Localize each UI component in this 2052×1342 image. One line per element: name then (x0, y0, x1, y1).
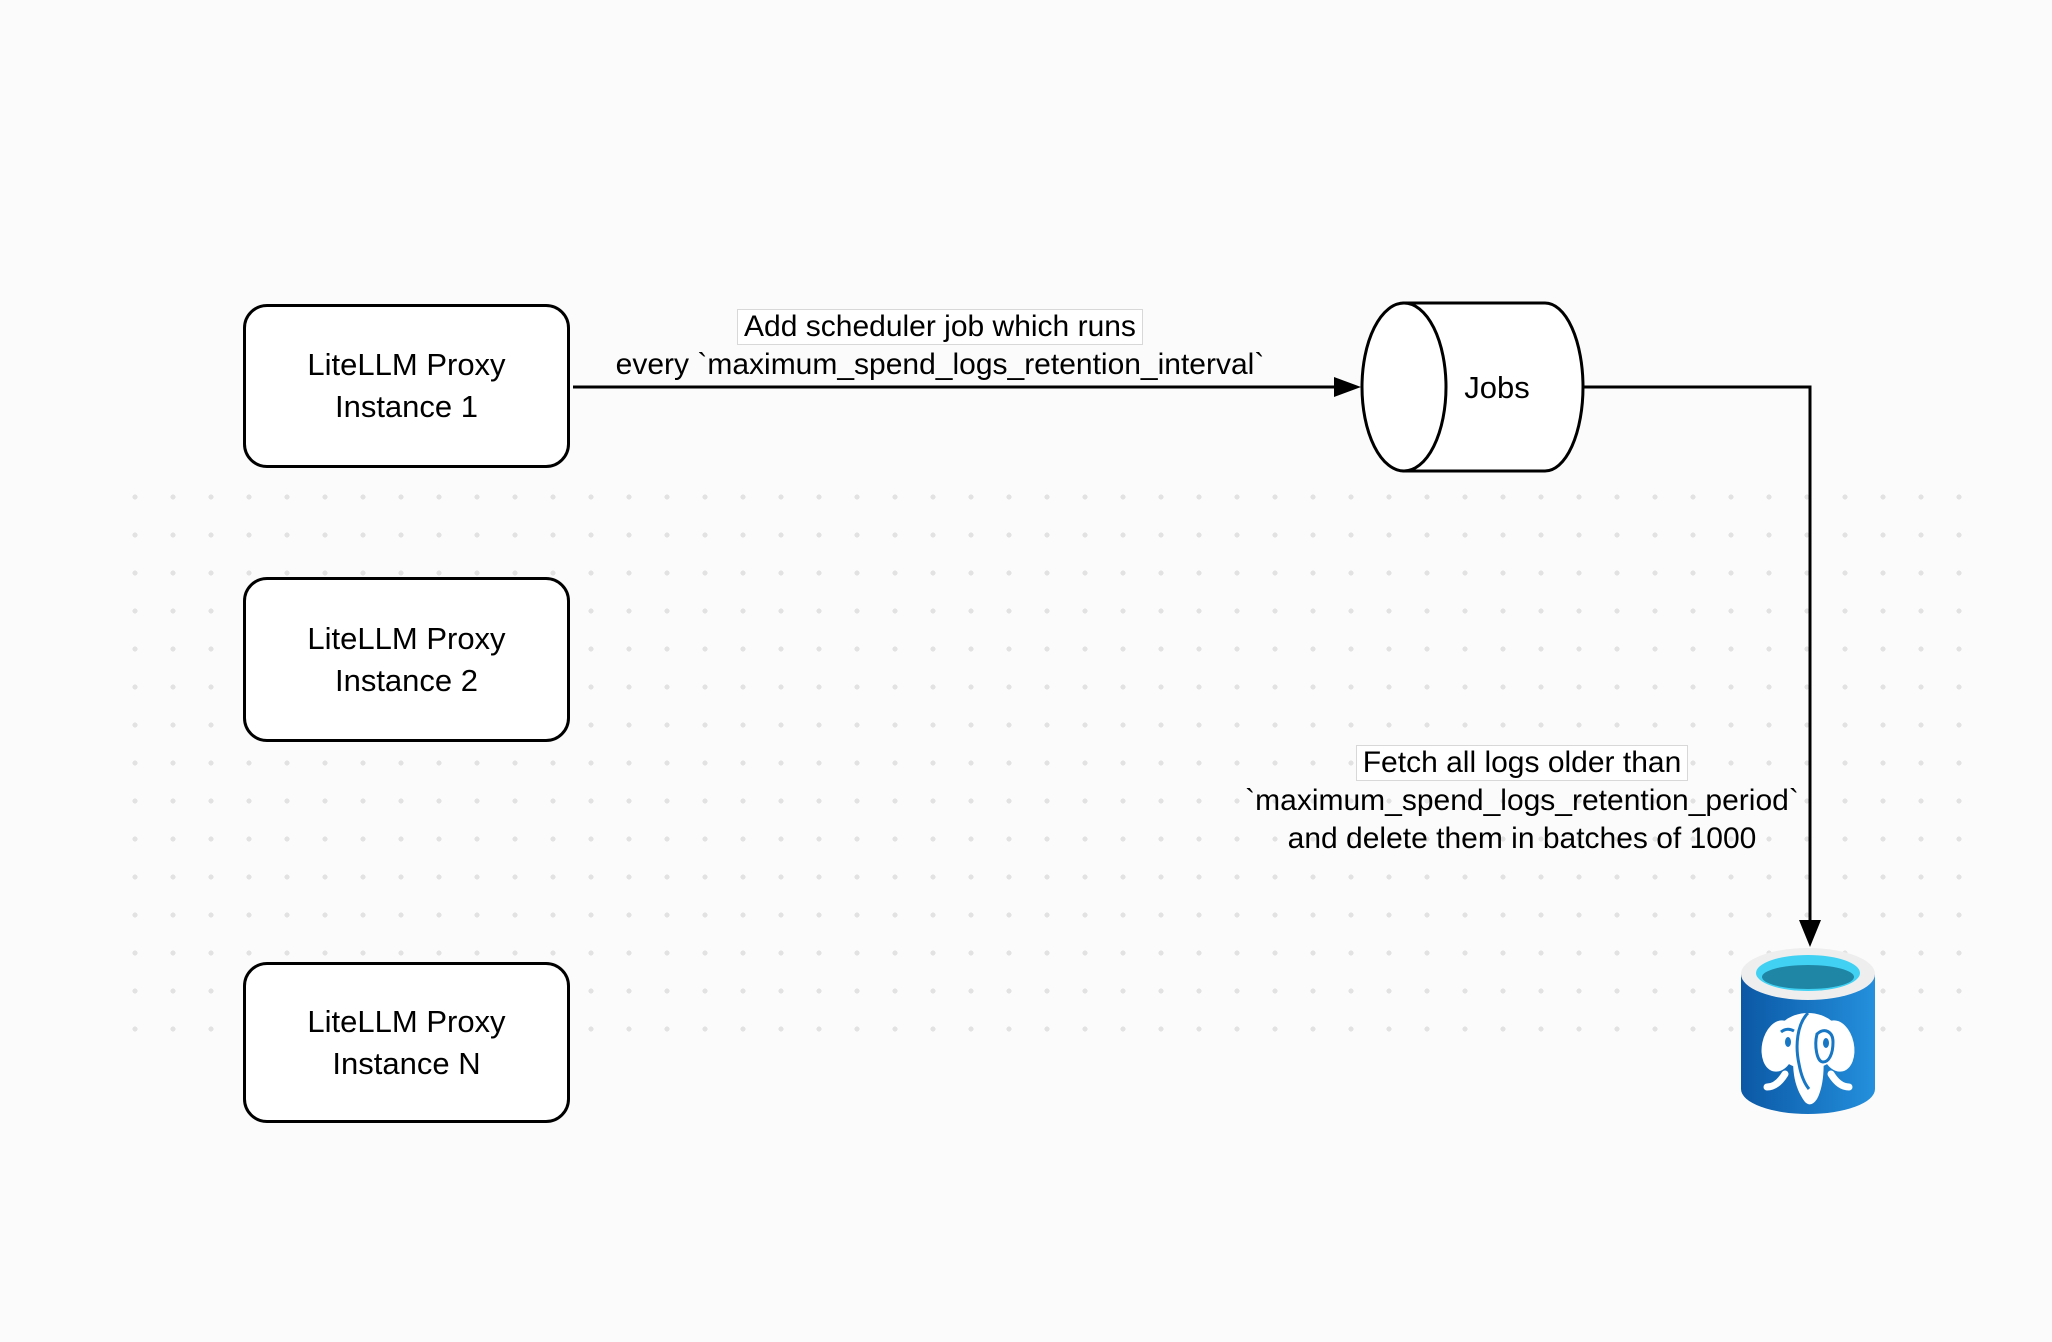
edge-scheduler-arrow[interactable] (573, 377, 1361, 397)
node-litellm-proxy-instance-2[interactable]: LiteLLM Proxy Instance 2 (243, 577, 570, 742)
jobs-cylinder-cap (1360, 301, 1448, 473)
node-label-line: LiteLLM Proxy (307, 1003, 506, 1039)
node-litellm-proxy-instance-1[interactable]: LiteLLM Proxy Instance 1 (243, 304, 570, 468)
node-label-line: Instance N (332, 1045, 481, 1081)
node-litellm-proxy-instance-n[interactable]: LiteLLM Proxy Instance N (243, 962, 570, 1123)
jobs-cylinder-body (1402, 301, 1585, 473)
database-top-water-shadow (1762, 965, 1854, 989)
node-label-line: LiteLLM Proxy (307, 347, 506, 382)
edge-scheduler-label: Add scheduler job which runs every `maxi… (540, 308, 1340, 384)
edge-label-line: Add scheduler job which runs (737, 309, 1143, 345)
node-jobs-queue[interactable]: Jobs (1360, 301, 1585, 473)
arrowhead-down-icon (1799, 920, 1821, 947)
edge-label-line: and delete them in batches of 1000 (1287, 822, 1757, 855)
postgresql-database-icon (1741, 948, 1875, 1114)
edge-fetch-arrow[interactable] (1583, 385, 1821, 947)
node-label-line: Instance 1 (334, 389, 479, 424)
edge-fetch-label: Fetch all logs older than `maximum_spend… (1172, 744, 1872, 858)
postgresql-elephant-icon (1761, 1011, 1855, 1105)
edge-label-line: Fetch all logs older than (1355, 745, 1689, 781)
node-label-line: LiteLLM Proxy (307, 620, 506, 656)
node-label-line: Instance 2 (334, 662, 479, 698)
jobs-label: Jobs (1464, 370, 1529, 405)
arrowhead-right-icon (1334, 377, 1361, 397)
edge-label-line: `maximum_spend_logs_retention_period` (1245, 784, 1799, 817)
edge-fetch-line (1583, 385, 1812, 922)
edge-label-line: every `maximum_spend_logs_retention_inte… (615, 348, 1265, 381)
node-postgresql-database[interactable] (1741, 946, 1875, 1116)
